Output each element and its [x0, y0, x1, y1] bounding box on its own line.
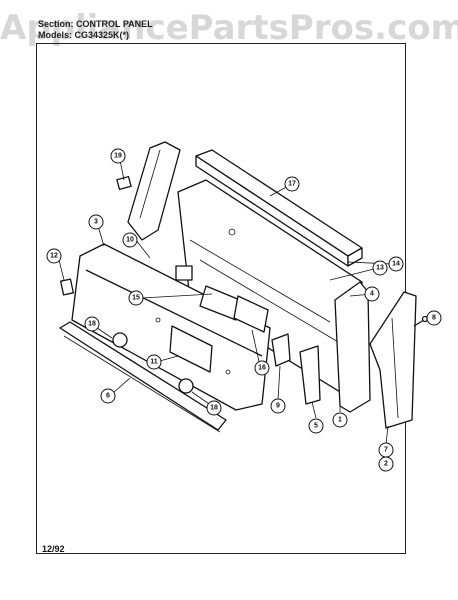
- callout-13: 13: [372, 260, 388, 276]
- right-side-panel: [334, 281, 371, 413]
- callout-19: 19: [110, 148, 126, 164]
- callout-18a: 18: [84, 316, 100, 332]
- svg-text:19: 19: [114, 153, 122, 160]
- callout-16: 16: [254, 360, 270, 376]
- callout-15: 15: [128, 290, 144, 306]
- callout-5: 5: [308, 418, 324, 434]
- callout-9: 9: [270, 398, 286, 414]
- svg-text:14: 14: [392, 261, 400, 268]
- svg-text:13: 13: [376, 265, 384, 272]
- side-bracket: [116, 141, 181, 241]
- svg-text:18: 18: [88, 321, 96, 328]
- svg-text:18: 18: [210, 405, 218, 412]
- callout-14: 14: [388, 256, 404, 272]
- models-label: Models: CG34325K(*): [38, 30, 130, 40]
- right-end-cap: [369, 291, 417, 429]
- svg-text:7: 7: [384, 447, 388, 454]
- callout-4: 4: [364, 286, 380, 302]
- control-panel: [71, 243, 271, 411]
- svg-text:4: 4: [370, 291, 374, 298]
- callout-11: 11: [146, 354, 162, 370]
- callout-18b: 18: [206, 400, 222, 416]
- section-label: Section: CONTROL PANEL: [38, 19, 153, 29]
- top-rear-trim: [195, 149, 363, 267]
- svg-text:16: 16: [258, 365, 266, 372]
- callout-12: 12: [46, 248, 62, 264]
- revision-date: 12/92: [42, 544, 65, 554]
- svg-text:2: 2: [384, 461, 388, 468]
- callout-17: 17: [284, 176, 300, 192]
- svg-text:11: 11: [150, 359, 158, 366]
- callout-2: 2: [378, 456, 394, 472]
- callout-7: 7: [378, 442, 394, 458]
- switch-assembly: [271, 333, 321, 405]
- callout-6: 6: [100, 388, 116, 404]
- svg-text:5: 5: [314, 423, 318, 430]
- svg-text:15: 15: [132, 295, 140, 302]
- svg-text:1: 1: [338, 417, 342, 424]
- lower-trim-strip: [59, 321, 227, 433]
- svg-text:8: 8: [432, 315, 436, 322]
- small-bracket: [60, 278, 74, 296]
- svg-text:12: 12: [50, 253, 58, 260]
- callout-10: 10: [122, 232, 138, 248]
- callout-8: 8: [426, 310, 442, 326]
- callout-3: 3: [88, 214, 104, 230]
- svg-text:17: 17: [288, 181, 296, 188]
- svg-text:9: 9: [276, 403, 280, 410]
- callout-1: 1: [332, 412, 348, 428]
- svg-text:6: 6: [106, 393, 110, 400]
- callouts: 19 17 3 10 12 13 14 4 15 8 18 11 16 6 18…: [46, 148, 442, 472]
- screw: [413, 315, 429, 327]
- svg-text:10: 10: [126, 237, 134, 244]
- svg-text:3: 3: [94, 219, 98, 226]
